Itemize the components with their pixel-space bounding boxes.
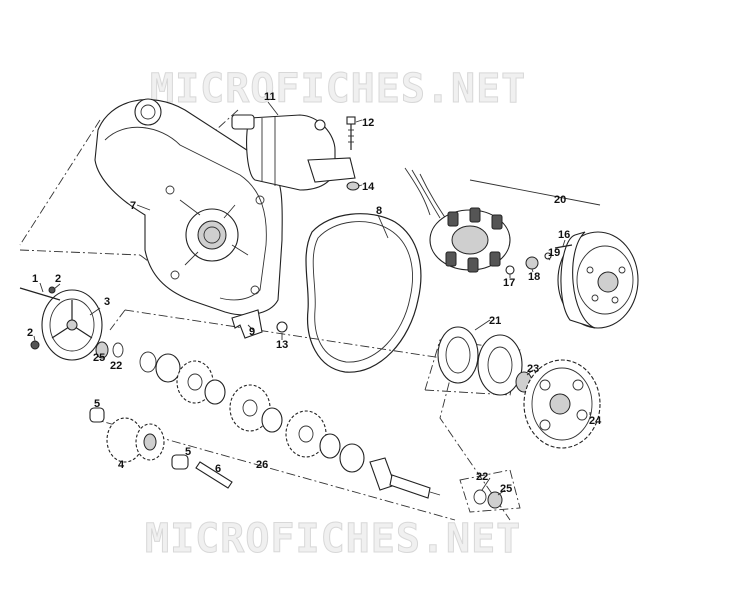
label-part-22a: 22 [110,360,122,372]
bracket-part-9 [231,309,263,339]
nut-part-14 [346,181,360,191]
label-part-17: 17 [503,277,515,289]
large-gear-part-24 [523,359,601,449]
label-part-26: 26 [256,459,268,471]
label-part-8: 8 [376,205,382,217]
washer-part-19 [544,252,552,260]
label-part-3: 3 [104,296,110,308]
label-part-24: 24 [589,415,602,427]
washer-part-17 [505,265,515,275]
leader-lines [33,101,591,496]
watermark-bottom: MICROFICHES.NET [145,516,521,562]
gear-set-part-26 [139,351,365,473]
shaft [369,457,441,499]
label-part-20: 20 [554,194,566,206]
label-part-12: 12 [362,117,374,129]
screw-part-13 [276,321,288,333]
bearing-part-25b [487,491,503,509]
label-part-5a: 5 [94,398,100,410]
starter-clutch-part-21 [437,326,523,396]
label-part-1: 1 [32,273,38,285]
label-part-16: 16 [558,229,570,241]
label-part-2b: 2 [27,327,33,339]
label-part-18: 18 [528,271,540,283]
label-part-2a: 2 [55,273,61,285]
washer-part-22b [473,489,487,505]
label-part-25b: 25 [500,483,512,495]
bolt-part-16 [554,244,573,249]
label-part-13: 13 [276,339,288,351]
washer-part-22a [112,342,124,358]
screw-part-2a [48,286,56,294]
crankcase-cover-part-7 [94,98,283,316]
starter-motor-part-11 [231,114,356,191]
bushing-part-5a [89,407,105,423]
gasket-part-8 [305,213,422,373]
gear-part-4 [106,417,165,463]
label-part-5b: 5 [185,446,191,458]
stator-part [404,167,511,273]
label-part-21: 21 [489,315,501,327]
screw-part-2b [30,340,40,350]
label-part-14: 14 [362,181,375,193]
label-part-23: 23 [527,363,539,375]
bolt-part-12 [346,116,356,150]
cover-cap-part-3 [41,289,103,361]
label-part-25a: 25 [93,352,105,364]
label-part-22b: 22 [476,471,488,483]
label-part-6: 6 [215,463,221,475]
label-part-4: 4 [118,459,125,471]
label-part-9: 9 [249,326,255,338]
label-part-7: 7 [130,200,136,212]
bushing-part-5b [171,454,189,470]
nut-part-18 [525,256,539,270]
bearing-part-25a [95,341,109,359]
flywheel-part [557,231,639,329]
watermark-top: MICROFICHES.NET [150,66,526,112]
pin-part-6 [195,461,233,489]
label-part-19: 19 [548,247,560,259]
label-part-11: 11 [264,91,276,103]
bolt-part-1 [19,287,61,301]
